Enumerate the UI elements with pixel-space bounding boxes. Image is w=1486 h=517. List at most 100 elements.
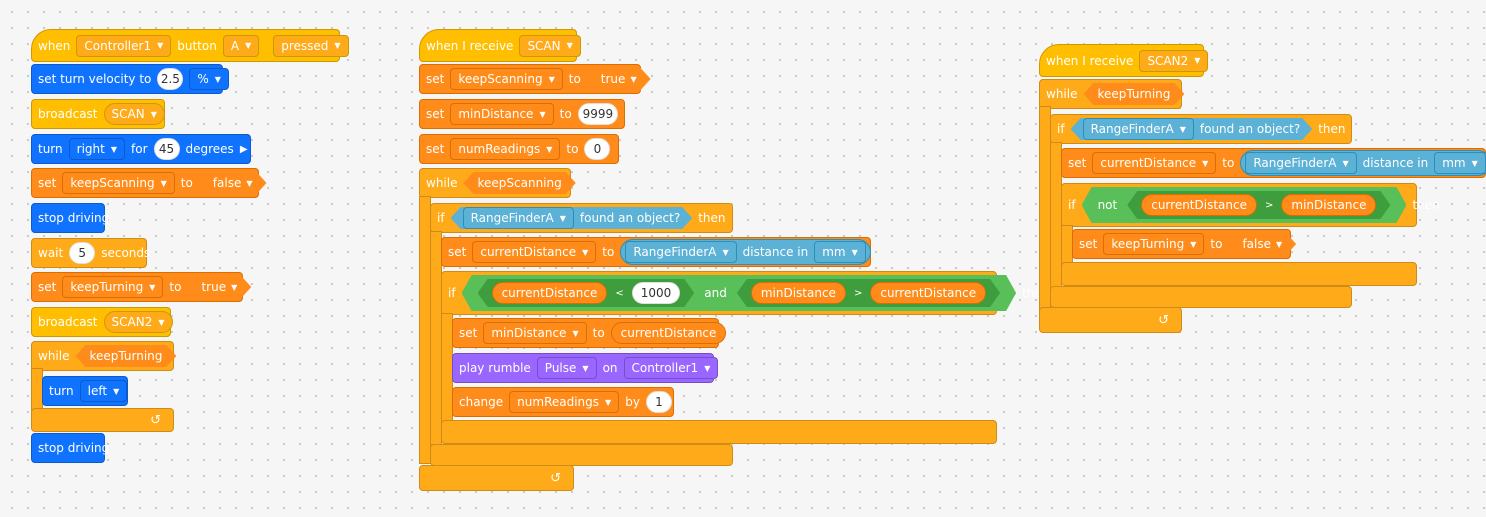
variable-reporter[interactable]: minDistance bbox=[1281, 194, 1376, 216]
variable-dropdown[interactable]: currentDistance▼ bbox=[1092, 152, 1217, 174]
chevron-down-icon: ▼ bbox=[231, 282, 238, 292]
play-icon[interactable]: ▶ bbox=[239, 143, 248, 155]
boolean-value-dropdown[interactable]: false▼ bbox=[1228, 233, 1296, 255]
controller-dropdown[interactable]: Controller1▼ bbox=[623, 357, 719, 379]
boolean-value-dropdown[interactable]: true▼ bbox=[187, 276, 251, 298]
if-not-greater-block[interactable]: if not currentDistance > minDistance the… bbox=[1061, 183, 1440, 227]
set-numreadings-block[interactable]: set numReadings▼ to 0 bbox=[419, 134, 619, 164]
value-input[interactable]: 1000 bbox=[632, 282, 681, 304]
variable-reporter[interactable]: currentDistance bbox=[1141, 194, 1257, 216]
while-condition[interactable]: keepScanning bbox=[463, 172, 575, 194]
set-keepscanning-block[interactable]: set keepScanning▼ to true▼ bbox=[419, 64, 641, 94]
broadcast-scan-block[interactable]: broadcast SCAN▼ bbox=[31, 99, 165, 129]
variable-dropdown[interactable]: numReadings▼ bbox=[450, 138, 561, 160]
stop-driving-block-2[interactable]: stop driving bbox=[31, 433, 109, 463]
rumble-pattern-dropdown[interactable]: Pulse▼ bbox=[536, 357, 597, 379]
variable-dropdown[interactable]: currentDistance▼ bbox=[472, 241, 597, 263]
set-turn-velocity-block[interactable]: set turn velocity to 2.5 %▼ bbox=[31, 64, 229, 94]
broadcast-scan2-block[interactable]: broadcast SCAN2▼ bbox=[31, 307, 173, 337]
to-label: to bbox=[180, 176, 193, 190]
degrees-label: degrees bbox=[185, 142, 234, 156]
variable-dropdown[interactable]: numReadings▼ bbox=[509, 391, 620, 413]
wait-seconds-block[interactable]: wait 5 seconds bbox=[31, 238, 150, 268]
set-keepscanning-block[interactable]: set keepScanning▼ to false▼ bbox=[31, 168, 259, 198]
set-mindistance-block[interactable]: set minDistance▼ to 9999 bbox=[419, 99, 625, 129]
button-dropdown[interactable]: A▼ bbox=[222, 34, 260, 57]
to-label: to bbox=[592, 326, 605, 340]
velocity-input[interactable]: 2.5 bbox=[157, 68, 184, 90]
variable-dropdown[interactable]: keepTurning▼ bbox=[1103, 233, 1205, 255]
less-than-operator[interactable]: currentDistance < 1000 bbox=[478, 279, 695, 307]
velocity-unit-dropdown[interactable]: %▼ bbox=[189, 68, 229, 90]
distance-reporter[interactable]: RangeFinderA▼ distance in mm▼ bbox=[1240, 150, 1486, 176]
action-dropdown[interactable]: pressed▼ bbox=[273, 34, 349, 57]
set-keepturning-block[interactable]: set keepTurning▼ to true▼ bbox=[31, 272, 243, 302]
when-i-receive-scan2-hat[interactable]: when I receive SCAN2▼ bbox=[1039, 44, 1209, 77]
variable-reporter[interactable]: minDistance bbox=[751, 282, 846, 304]
unit-dropdown[interactable]: mm▼ bbox=[814, 241, 866, 263]
set-mindistance-block-2[interactable]: set minDistance▼ to currentDistance bbox=[452, 318, 727, 348]
sensor-dropdown[interactable]: RangeFinderA▼ bbox=[625, 241, 737, 263]
value-input[interactable]: 9999 bbox=[577, 103, 618, 125]
sensor-dropdown[interactable]: RangeFinderA▼ bbox=[1083, 118, 1194, 140]
chevron-down-icon: ▼ bbox=[246, 178, 253, 188]
variable-dropdown[interactable]: keepScanning▼ bbox=[450, 68, 563, 90]
value-input[interactable]: 0 bbox=[584, 138, 611, 160]
variable-reporter[interactable]: currentDistance bbox=[610, 322, 727, 344]
if-found-object-block[interactable]: if RangeFinderA▼ found an object? then bbox=[430, 203, 733, 233]
turn-for-degrees-block[interactable]: turn right▼ for 45 degrees ▶ bbox=[31, 134, 251, 164]
sensor-dropdown[interactable]: RangeFinderA▼ bbox=[463, 207, 574, 229]
while-condition[interactable]: keepTurning bbox=[75, 345, 176, 367]
while-block[interactable]: while keepTurning bbox=[1039, 79, 1182, 109]
distance-reporter[interactable]: RangeFinderA▼ distance in mm▼ bbox=[620, 239, 871, 265]
by-label: by bbox=[625, 395, 640, 409]
boolean-value-dropdown[interactable]: false▼ bbox=[199, 172, 267, 194]
when-controller-button-hat[interactable]: when Controller1▼ button A▼ pressed▼ bbox=[31, 29, 349, 62]
broadcast-label: broadcast bbox=[38, 107, 98, 121]
sensor-dropdown[interactable]: RangeFinderA▼ bbox=[1245, 152, 1357, 174]
degrees-input[interactable]: 45 bbox=[153, 138, 180, 160]
set-currentdistance-block[interactable]: set currentDistance▼ to RangeFinderA▼ di… bbox=[441, 237, 871, 267]
variable-value: keepTurning bbox=[1111, 237, 1185, 251]
and-operator[interactable]: currentDistance < 1000 and minDistance >… bbox=[462, 275, 1017, 311]
unit-dropdown[interactable]: mm ▼ bbox=[1434, 152, 1486, 174]
change-numreadings-block[interactable]: change numReadings▼ by 1 bbox=[452, 387, 674, 417]
unit-value: mm bbox=[1442, 156, 1466, 170]
button-value: A bbox=[230, 38, 240, 53]
chevron-down-icon: ▼ bbox=[1471, 158, 1478, 168]
while-condition[interactable]: keepTurning bbox=[1083, 83, 1184, 105]
wait-input[interactable]: 5 bbox=[69, 242, 96, 264]
condition-wrapper: RangeFinderA▼ found an object? bbox=[451, 207, 693, 229]
value-input[interactable]: 1 bbox=[645, 391, 672, 413]
not-operator[interactable]: not currentDistance > minDistance bbox=[1082, 187, 1407, 223]
while-block[interactable]: while keepScanning bbox=[419, 168, 571, 198]
message-dropdown[interactable]: SCAN2▼ bbox=[1139, 49, 1209, 72]
stop-driving-block[interactable]: stop driving bbox=[31, 203, 109, 233]
to-label: to bbox=[169, 280, 182, 294]
set-keepturning-block[interactable]: set keepTurning▼ to false▼ bbox=[1072, 229, 1291, 259]
when-i-receive-scan-hat[interactable]: when I receive SCAN▼ bbox=[419, 29, 581, 62]
variable-dropdown[interactable]: minDistance▼ bbox=[450, 103, 554, 125]
variable-dropdown[interactable]: keepScanning▼ bbox=[62, 172, 175, 194]
while-block[interactable]: while keepTurning bbox=[31, 341, 174, 371]
variable-dropdown[interactable]: keepTurning▼ bbox=[62, 276, 164, 298]
variable-dropdown[interactable]: minDistance▼ bbox=[483, 322, 587, 344]
if-distance-block[interactable]: if currentDistance < 1000 and minDistanc… bbox=[441, 271, 1049, 315]
boolean-value-dropdown[interactable]: true▼ bbox=[587, 68, 651, 90]
play-rumble-block[interactable]: play rumble Pulse▼ on Controller1▼ bbox=[452, 353, 719, 383]
turn-direction-dropdown[interactable]: left▼ bbox=[79, 380, 128, 402]
broadcast-message-dropdown[interactable]: SCAN▼ bbox=[103, 103, 165, 125]
when-receive-label: when I receive bbox=[426, 38, 514, 53]
if-found-object-block[interactable]: if RangeFinderA▼ found an object? then bbox=[1050, 114, 1352, 144]
set-currentdistance-block[interactable]: set currentDistance▼ to RangeFinderA▼ di… bbox=[1061, 148, 1486, 178]
greater-than-operator[interactable]: currentDistance > minDistance bbox=[1127, 191, 1390, 219]
controller-dropdown[interactable]: Controller1▼ bbox=[76, 34, 172, 57]
turn-direction-dropdown[interactable]: right▼ bbox=[68, 138, 125, 160]
broadcast-message-dropdown[interactable]: SCAN2▼ bbox=[103, 311, 173, 333]
to-label: to bbox=[602, 245, 615, 259]
message-dropdown[interactable]: SCAN▼ bbox=[519, 34, 581, 57]
variable-reporter[interactable]: currentDistance bbox=[870, 282, 986, 304]
turn-left-block[interactable]: turn left▼ bbox=[42, 376, 128, 406]
greater-than-operator[interactable]: minDistance > currentDistance bbox=[737, 279, 1000, 307]
variable-reporter[interactable]: currentDistance bbox=[492, 282, 608, 304]
